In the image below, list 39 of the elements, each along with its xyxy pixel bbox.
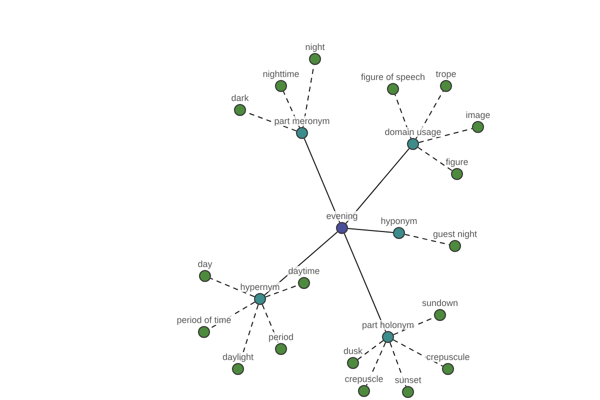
node-label: night: [304, 42, 326, 52]
connector-line: [344, 233, 386, 332]
node-label: crepuscule: [425, 352, 471, 362]
dashed-line: [262, 304, 280, 344]
node-label: part meronym: [273, 116, 331, 126]
node-label: part holonym: [360, 320, 416, 330]
node-label: daylight: [221, 352, 255, 362]
node-label: hyponym: [380, 216, 418, 226]
connector-line: [304, 138, 340, 223]
dashed-line: [418, 128, 473, 143]
node-label: guest night: [432, 229, 478, 239]
node-label: sundown: [420, 298, 460, 308]
node-label: sunset: [394, 375, 422, 385]
node-label: figure: [444, 157, 470, 167]
node-label: dusk: [342, 346, 364, 356]
node-label: period: [267, 332, 295, 342]
node-label: period of time: [176, 315, 232, 325]
node-label: figure of speech: [360, 72, 426, 82]
node-label: dark: [230, 93, 250, 103]
dashed-line: [282, 90, 300, 128]
node-label: evening: [325, 211, 359, 221]
node-label: domain usage: [384, 127, 442, 137]
node-label: image: [464, 110, 492, 120]
dashed-line: [390, 342, 406, 387]
dashed-line: [366, 342, 386, 386]
dashed-line: [357, 340, 384, 360]
node-label: day: [196, 259, 214, 269]
node-label: trope: [434, 69, 458, 79]
dashed-line: [394, 94, 412, 139]
dashed-line: [210, 278, 255, 298]
connector-line: [345, 148, 410, 224]
dashed-line: [417, 146, 453, 172]
dashed-line: [392, 339, 444, 367]
node-label: hypernym: [239, 282, 281, 292]
connector-line: [347, 228, 394, 233]
node-label: daytime: [287, 266, 321, 276]
node-label: nighttime: [262, 69, 300, 79]
dashed-line: [265, 284, 299, 298]
node-label: crepuscle: [344, 374, 384, 384]
